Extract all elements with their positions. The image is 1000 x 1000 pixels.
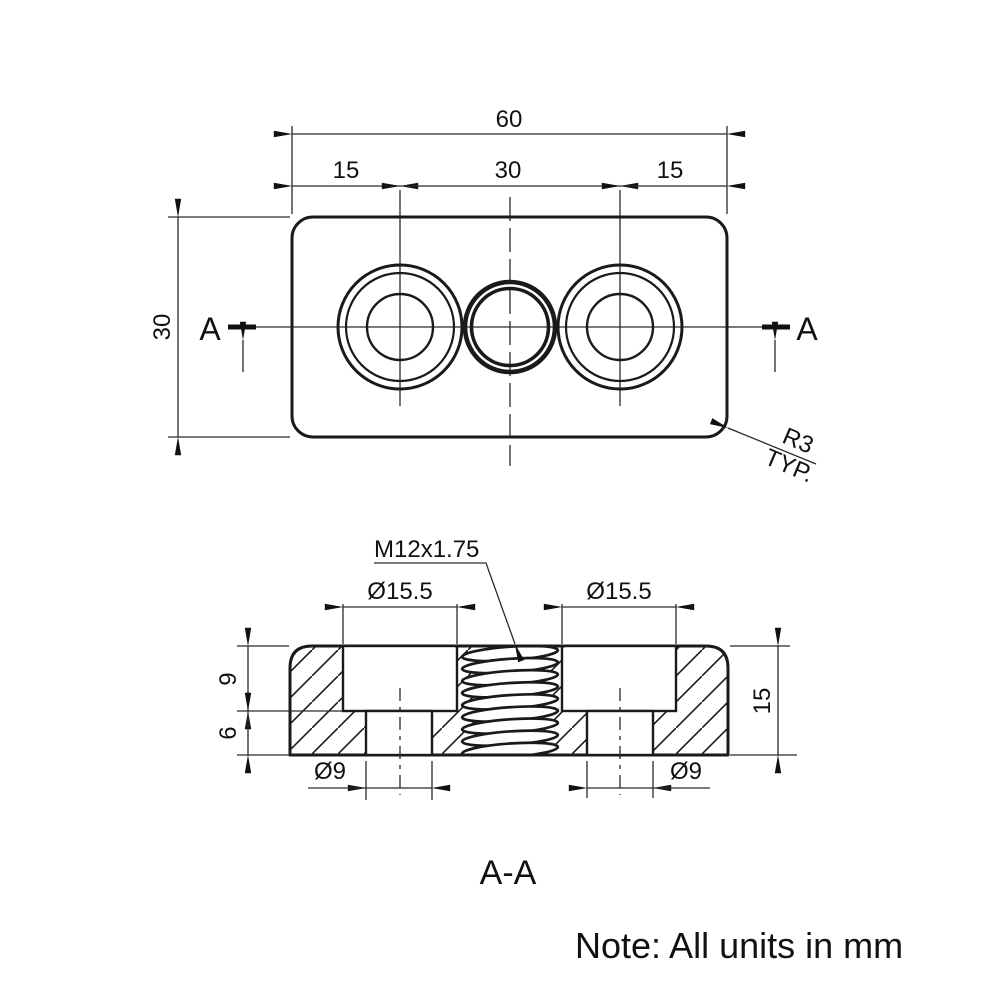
depth-6-label: 6 — [215, 726, 242, 739]
section-marker-left: A — [199, 311, 256, 372]
left-counterbore — [341, 644, 459, 713]
dim-thickness: 15 — [730, 627, 797, 774]
left-through-hole — [364, 709, 434, 757]
units-note: Note: All units in mm — [575, 925, 903, 966]
hole-right-label: Ø9 — [670, 758, 702, 785]
section-marker-right: A — [762, 311, 818, 372]
depth-9-label: 9 — [215, 672, 242, 685]
hole-left-label: Ø9 — [314, 758, 346, 785]
dim-depths-left: 9 6 — [215, 627, 343, 774]
cbore-right-label: Ø15.5 — [586, 578, 651, 605]
section-letter-left: A — [199, 311, 221, 347]
thread-callout: M12x1.75 — [374, 536, 525, 663]
section-title: A-A — [480, 854, 537, 892]
cbore-left-label: Ø15.5 — [367, 578, 432, 605]
dim-plate-height: 30 — [149, 198, 290, 456]
section-view: M12x1.75 Ø15.5 Ø15.5 9 6 — [215, 536, 797, 892]
thread-coil — [460, 647, 560, 754]
corner-radius-callout: R3 TYP. — [709, 418, 817, 488]
section-letter-right: A — [796, 311, 818, 347]
dim-30-center-label: 30 — [495, 157, 522, 184]
dim-30-height-label: 30 — [149, 314, 176, 341]
right-counterbore — [560, 644, 678, 713]
dim-60-label: 60 — [496, 106, 523, 133]
dim-15-left-label: 15 — [333, 157, 360, 184]
dim-hole-left: Ø9 — [308, 758, 451, 800]
thickness-label: 15 — [749, 688, 776, 715]
dim-counterbore-right: Ø15.5 — [543, 578, 695, 644]
dim-total-width: 60 — [273, 106, 746, 214]
thread-label: M12x1.75 — [374, 536, 479, 563]
left-counterbore-hole — [336, 263, 464, 391]
dim-hole-right: Ø9 — [568, 758, 710, 798]
right-counterbore-hole — [556, 263, 684, 391]
dim-15-right-label: 15 — [657, 157, 684, 184]
top-view: 60 15 30 15 30 A A — [149, 106, 818, 488]
dim-counterbore-left: Ø15.5 — [324, 578, 476, 644]
center-threaded-hole — [462, 279, 558, 375]
plate-outline — [290, 215, 729, 439]
dim-hole-pitches: 15 30 15 — [273, 157, 746, 190]
